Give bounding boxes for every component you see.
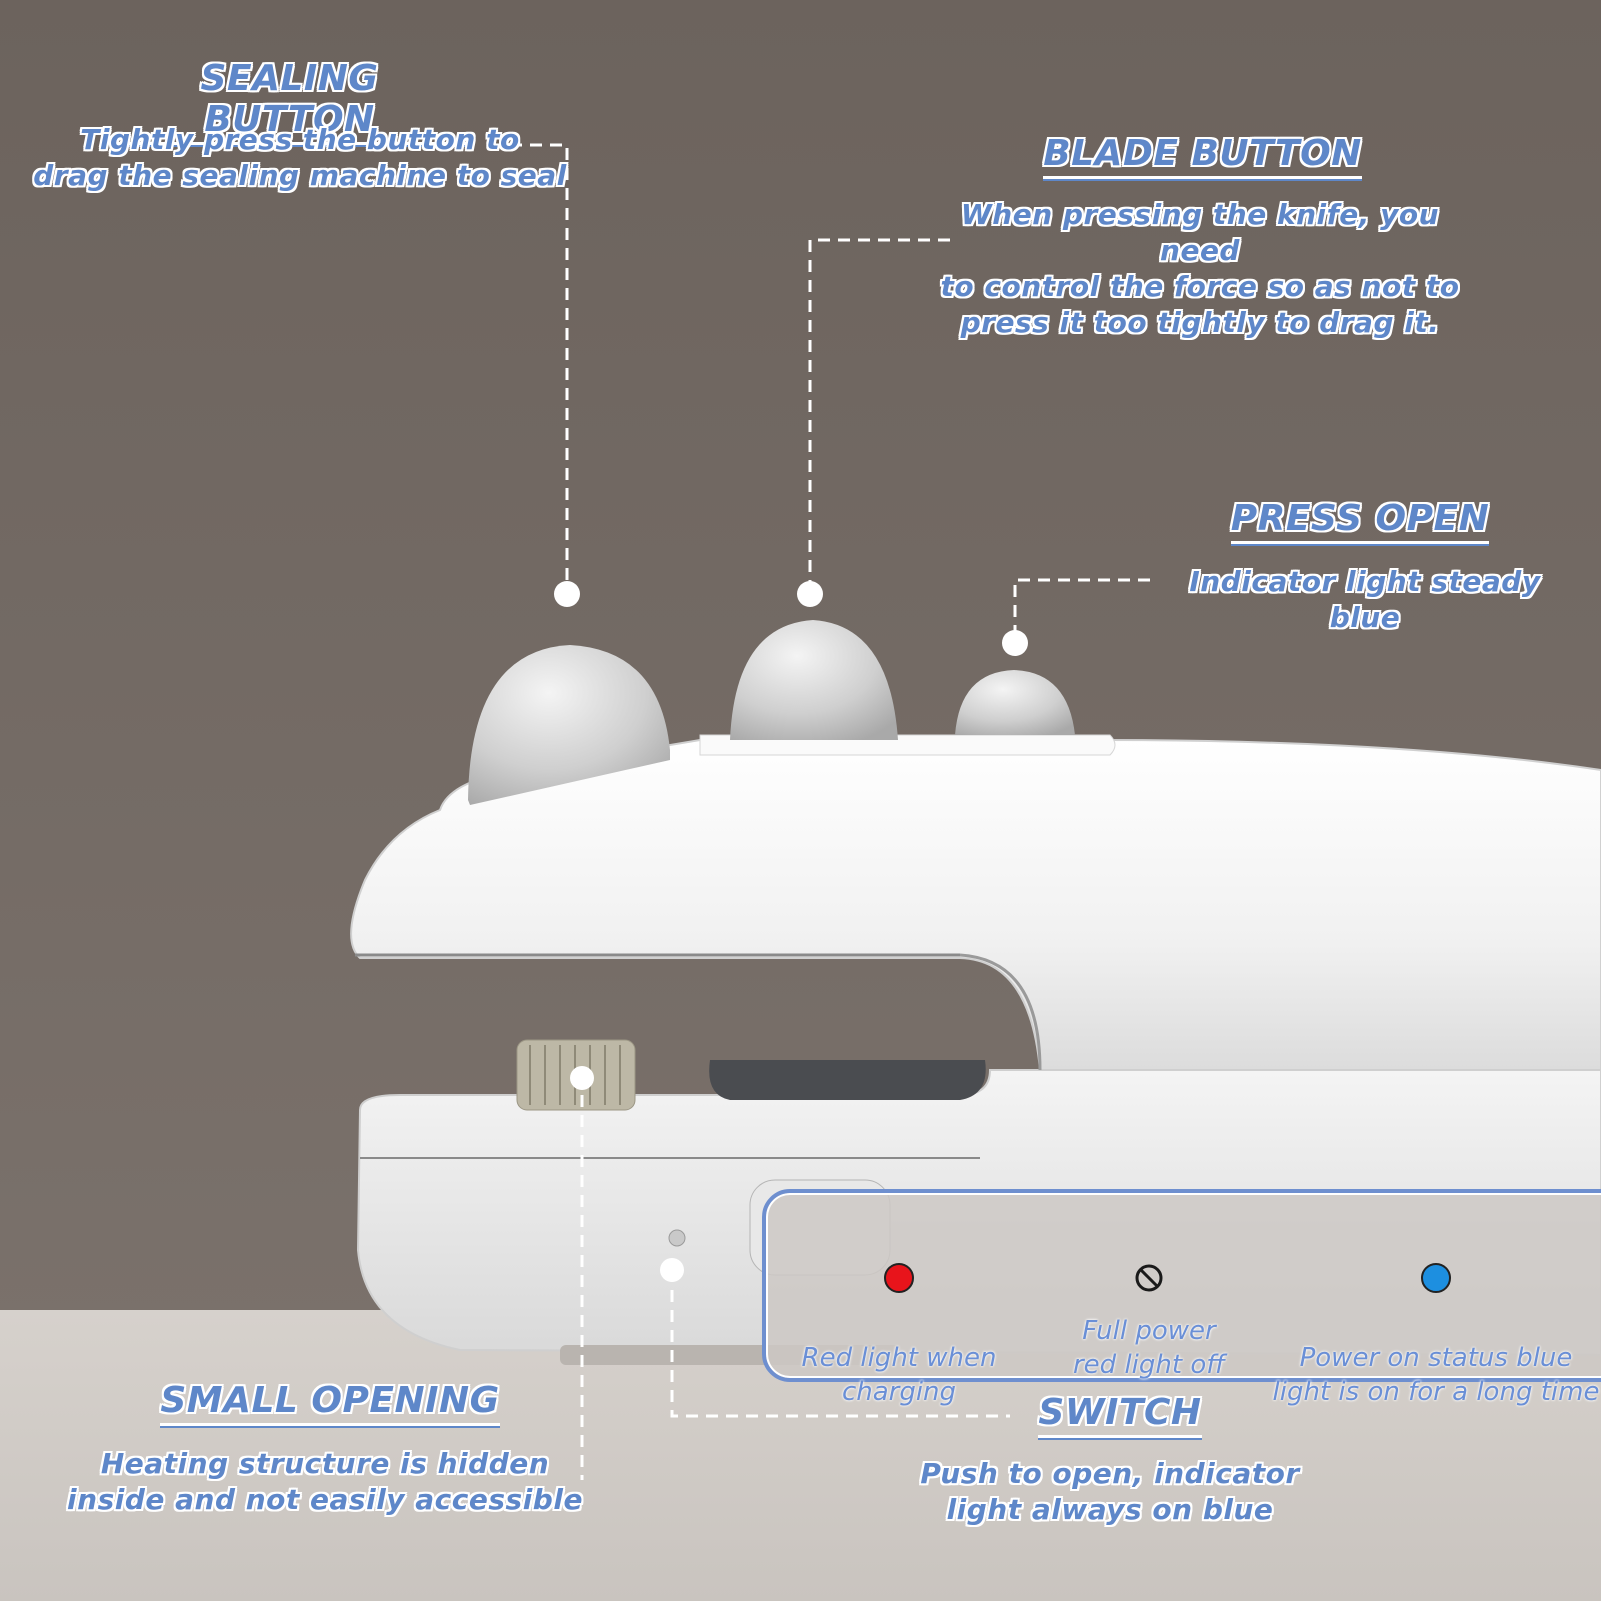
press-open-knob xyxy=(955,670,1075,735)
sealing-button-description: Tightly press the button to drag the sea… xyxy=(33,123,567,192)
press-open-leader xyxy=(1013,578,1150,640)
switch-leader xyxy=(670,1270,1010,1418)
blade-leader xyxy=(808,238,950,590)
switch-title: SWITCH xyxy=(1020,1392,1220,1438)
legend-label: Power on status blue light is on for a l… xyxy=(1272,1343,1600,1407)
indicator-legend: Red light when charging Full power red l… xyxy=(762,1189,1601,1407)
blade-button-knob xyxy=(730,620,898,740)
switch-description: Push to open, indicator light always on … xyxy=(920,1457,1300,1526)
small-opening-description: Heating structure is hidden inside and n… xyxy=(67,1447,583,1516)
sealing-button-knob xyxy=(468,645,670,805)
sealing-button-title: SEALING BUTTON xyxy=(112,58,467,145)
legend-label: Full power red light off xyxy=(1072,1316,1225,1380)
blade-button-description: When pressing the knife, you need to con… xyxy=(940,198,1460,339)
legend-item-charging: Red light when charging xyxy=(774,1229,1024,1443)
legend-item-full-power: Full power red light off xyxy=(1034,1229,1264,1416)
sealing-leader xyxy=(490,143,569,590)
legend-item-power-on: Power on status blue light is on for a l… xyxy=(1266,1229,1601,1443)
press-open-title: PRESS OPEN xyxy=(1230,498,1490,544)
small-opening-title: SMALL OPENING xyxy=(160,1380,500,1426)
press-open-description: Indicator light steady blue xyxy=(1189,565,1541,634)
blade-button-title: BLADE BUTTON xyxy=(1030,133,1375,179)
legend-label: Red light when charging xyxy=(801,1343,997,1407)
light-off-icon xyxy=(1135,1264,1163,1292)
blue-light-icon xyxy=(1421,1263,1451,1293)
red-light-icon xyxy=(884,1263,914,1293)
